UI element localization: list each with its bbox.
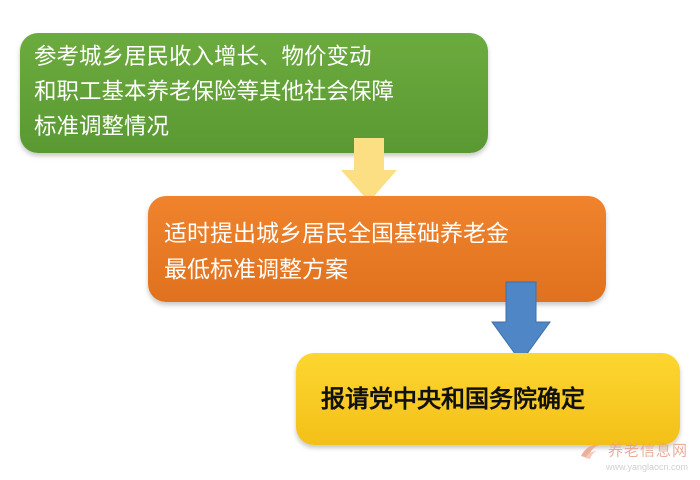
arrow-down-icon (491, 281, 551, 363)
arrow-down-icon (341, 138, 397, 202)
step-1-line-2: 和职工基本养老保险等其他社会保障 (34, 79, 395, 105)
step-3-box: 报请党中央和国务院确定 (296, 353, 680, 445)
step-3-line-1: 报请党中央和国务院确定 (321, 385, 585, 413)
step-1-line-3: 标准调整情况 (34, 114, 170, 140)
watermark-url: www.yanglaocn.com (605, 462, 688, 472)
arrow-2-shape (491, 281, 551, 363)
arrow-1-shape (341, 138, 397, 202)
step-1-line-1: 参考城乡居民收入增长、物价变动 (34, 44, 372, 70)
step-2-box: 适时提出城乡居民全国基础养老金 最低标准调整方案 (148, 196, 606, 302)
watermark: 养老信息网 www.yanglaocn.com (579, 442, 688, 472)
watermark-name: 养老信息网 (607, 441, 688, 460)
step-2-line-2: 最低标准调整方案 (164, 257, 348, 283)
watermark-logo-icon (580, 444, 599, 459)
step-1-box: 参考城乡居民收入增长、物价变动 和职工基本养老保险等其他社会保障 标准调整情况 (20, 33, 488, 153)
step-2-line-1: 适时提出城乡居民全国基础养老金 (164, 221, 509, 247)
